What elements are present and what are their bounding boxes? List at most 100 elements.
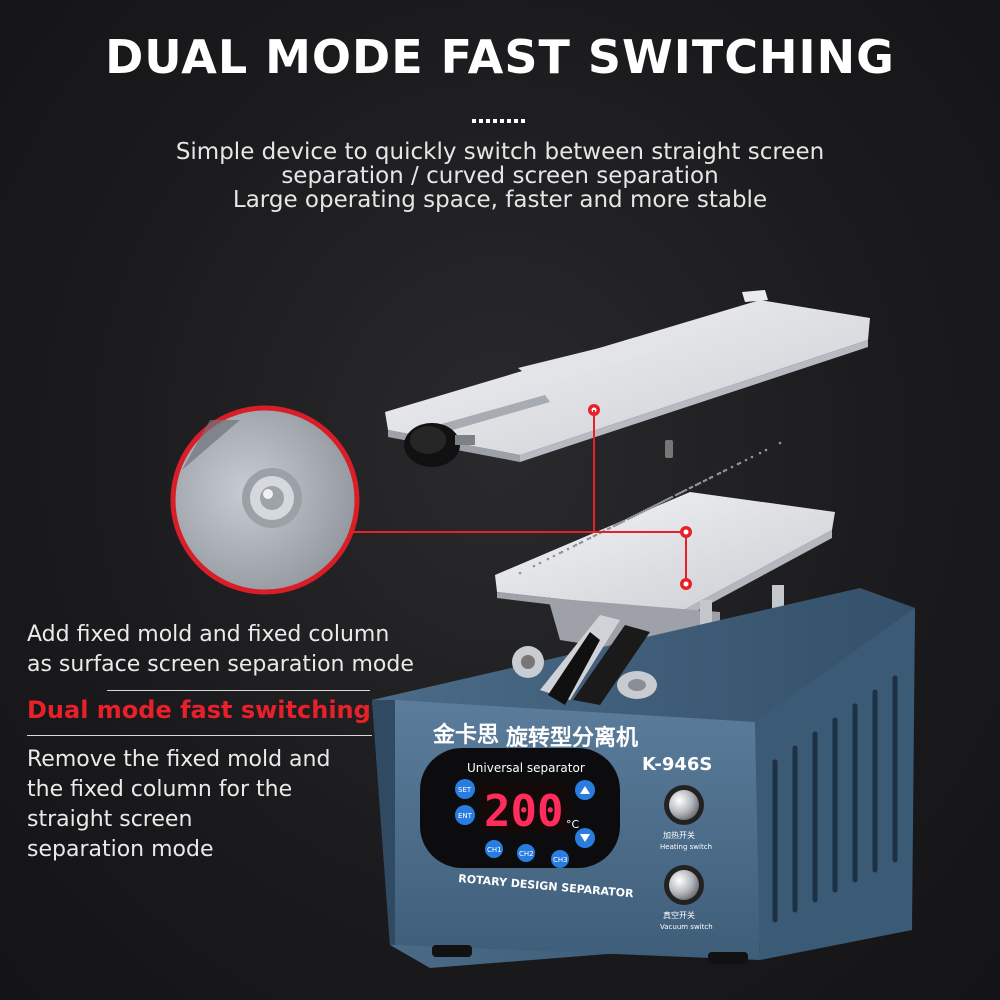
heating-switch-cn: 加热开关 (663, 830, 695, 840)
platform-hole (662, 499, 666, 503)
platform-hole (710, 475, 714, 479)
platform-hole (636, 512, 640, 516)
name-cn: 旋转型分离机 (506, 725, 638, 751)
platform-hole (690, 485, 694, 489)
page-title: DUAL MODE FAST SWITCHING (105, 30, 895, 84)
platform-hole (630, 515, 634, 519)
platform-hole (744, 458, 748, 462)
platform-hole (626, 517, 630, 521)
subtitle-line-1: Simple device to quickly switch between … (175, 139, 825, 165)
platform-hole (592, 534, 596, 538)
mode2-line-1: Remove the fixed mold and (27, 747, 331, 772)
platform-hole (606, 527, 610, 531)
platform-hole (736, 462, 740, 466)
platform-hole (646, 507, 650, 511)
platform-hole (552, 554, 556, 558)
mode2-line-3: straight screen (27, 807, 193, 832)
down-arrow-button[interactable] (575, 828, 595, 848)
platform-hole (684, 488, 688, 492)
unit-label: °C (566, 818, 580, 831)
platform-hole (538, 561, 542, 565)
platform-hole (708, 476, 712, 480)
platform-hole (678, 491, 682, 495)
mode1-line-1: Add fixed mold and fixed column (27, 622, 390, 647)
divider-bottom (27, 735, 372, 736)
mode2-line-4: separation mode (27, 837, 214, 862)
vacuum-switch-en: Vacuum switch (660, 923, 713, 931)
subtitle-line-2: separation / curved screen separation (281, 163, 719, 189)
platform-hole (658, 501, 662, 505)
platform-hole (560, 550, 564, 554)
detail-zoom-circle (170, 405, 360, 595)
highlight-label: Dual mode fast switching (27, 696, 371, 724)
platform-hole (634, 513, 638, 517)
platform-hole (656, 502, 660, 506)
platform-hole (718, 471, 722, 475)
platform-hole (722, 469, 726, 473)
platform-hole (616, 522, 620, 526)
platform-hole (702, 479, 706, 483)
platform-hole (670, 495, 674, 499)
platform-hole (594, 533, 598, 537)
platform-hole (764, 448, 768, 452)
platform-hole (724, 468, 728, 472)
ch3-button[interactable]: CH3 (551, 850, 569, 868)
svg-text:CH1: CH1 (487, 846, 502, 854)
clamp-mechanism (512, 615, 657, 705)
up-arrow-button[interactable] (575, 780, 595, 800)
platform-hole (664, 498, 668, 502)
panel-title: Universal separator (467, 761, 585, 775)
platform-hole (558, 551, 562, 555)
platform-hole (652, 504, 656, 508)
platform-hole (778, 441, 782, 445)
model-label: K-946S (642, 754, 712, 775)
platform-hole (674, 493, 678, 497)
knob-icon (404, 423, 475, 467)
platform-hole (638, 511, 642, 515)
platform-hole (588, 536, 592, 540)
platform-hole (642, 509, 646, 513)
platform-hole (632, 514, 636, 518)
platform-hole (572, 544, 576, 548)
platform-hole (730, 465, 734, 469)
heating-switch-en: Heating switch (660, 843, 712, 851)
platform-hole (628, 516, 632, 520)
temperature-readout: 200 (484, 786, 563, 837)
platform-hole (682, 489, 686, 493)
svg-text:CH2: CH2 (519, 850, 534, 858)
platform-hole (578, 541, 582, 545)
ent-button[interactable]: ENT (455, 805, 475, 825)
platform-hole (574, 543, 578, 547)
platform-hole (612, 524, 616, 528)
platform-hole (566, 547, 570, 551)
platform-hole (694, 483, 698, 487)
vacuum-switch[interactable] (664, 865, 704, 905)
ch1-button[interactable]: CH1 (485, 840, 503, 858)
platform-hole (532, 564, 536, 568)
platform-hole (704, 478, 708, 482)
platform-hole (644, 508, 648, 512)
svg-text:CH3: CH3 (553, 856, 568, 864)
platform-hole (608, 526, 612, 530)
subtitle-line-3: Large operating space, faster and more s… (232, 187, 768, 213)
ch2-button[interactable]: CH2 (517, 844, 535, 862)
platform-hole (640, 510, 644, 514)
platform-hole (648, 506, 652, 510)
platform-hole (750, 455, 754, 459)
platform-hole (580, 540, 584, 544)
platform-hole (622, 519, 626, 523)
mode1-line-2: as surface screen separation mode (27, 652, 414, 677)
platform-hole (666, 497, 670, 501)
platform-hole (696, 482, 700, 486)
platform-hole (688, 486, 692, 490)
control-panel: Universal separator 200 °C SET ENT CH1 C… (420, 748, 620, 868)
platform-hole (716, 472, 720, 476)
set-button[interactable]: SET (455, 779, 475, 799)
title-divider-dots (470, 108, 530, 123)
platform-hole (654, 503, 658, 507)
brand-cn: 金卡思 (432, 722, 499, 748)
platform-hole (738, 461, 742, 465)
vacuum-switch-cn: 真空开关 (663, 910, 695, 920)
heating-switch[interactable] (664, 785, 704, 825)
